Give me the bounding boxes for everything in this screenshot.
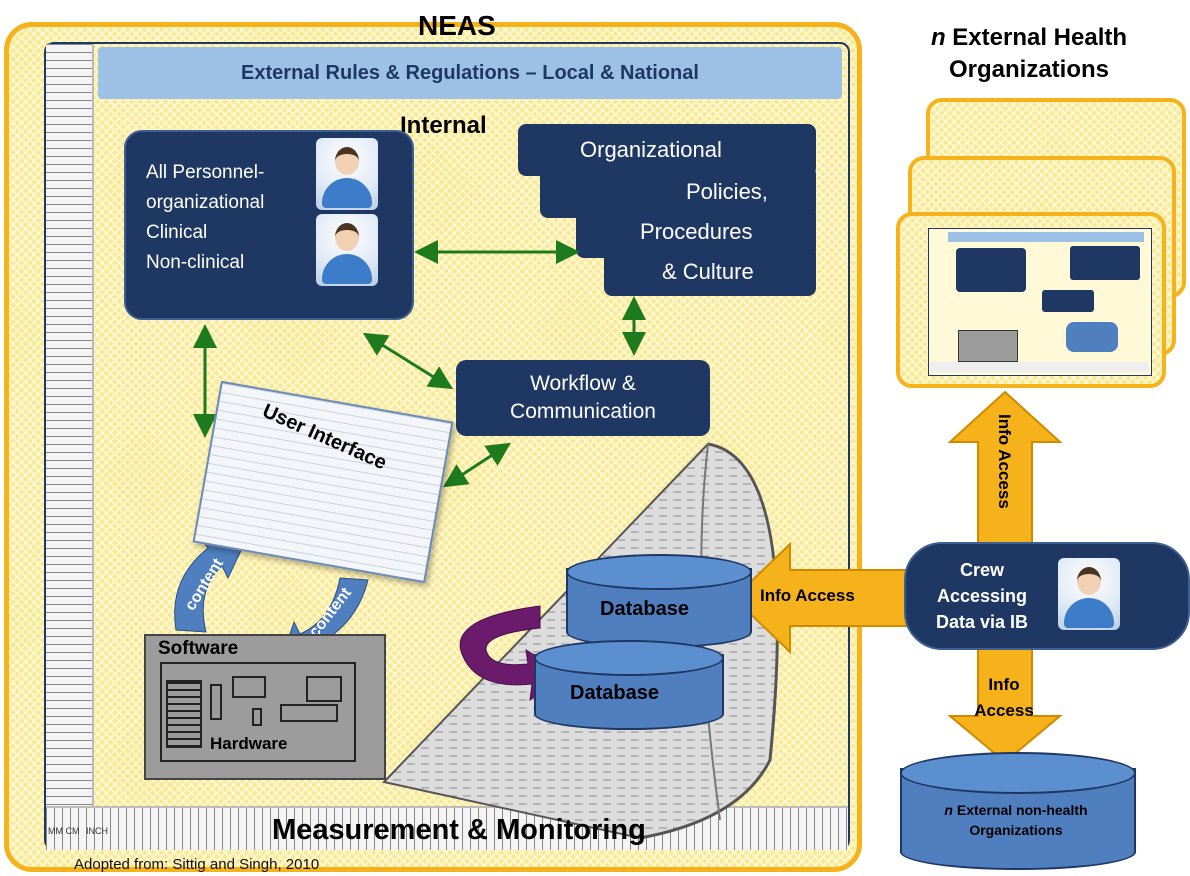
workflow-line-2: Communication [510,400,656,423]
ext-nonhealth-cylinder-top [900,752,1136,794]
thumb-1-db [1066,322,1118,352]
crew-avatar-icon [1058,558,1120,630]
org-box-4 [604,246,816,296]
ext-health-title-line-2: Organizations [948,56,1110,83]
hardware-label: Hardware [210,734,288,753]
board-chip [210,684,222,720]
external-rules-banner: External Rules & Regulations – Local & N… [98,47,842,99]
crew-line-2: Accessing [936,586,1028,606]
thumb-1-board [958,330,1018,362]
org-line-3: Procedures [640,219,753,244]
external-rules-text: External Rules & Regulations – Local & N… [241,61,699,84]
thumb-1-banner [948,232,1144,242]
org-line-1: Organizational [580,137,722,162]
thumb-1-workflow [1042,290,1094,312]
person-avatar-icon [316,214,378,286]
personnel-line-1: All Personnel- [146,162,265,183]
personnel-line-4: Non-clinical [146,252,245,273]
thumb-1-org [1070,246,1140,280]
info-access-arrow-up [947,390,1063,549]
database-cylinder-1-top [566,554,752,590]
ext-nonhealth-text: n External non-health Organizations [904,800,1128,840]
personnel-line-2: organizational [146,192,265,213]
workflow-box: Workflow & Communication [456,360,710,436]
neas-title: NEAS [418,10,496,41]
ext-health-title-text: External Health [945,24,1128,51]
vertical-ruler [46,44,94,820]
crew-line-3: Data via IB [935,612,1029,632]
crew-box [904,542,1190,650]
hardware-board-inner [160,662,356,762]
ext-nonhealth-title: External non-health [952,802,1088,818]
ext-nonhealth-line-1: n External non-health [944,800,1087,820]
crew-text: Crew Accessing Data via IB [916,550,1048,642]
cone-rim [639,442,779,840]
personnel-line-3: Clinical [146,222,208,243]
info-access-arrow-down [947,647,1063,764]
ruler-unit-mm-cm: MM CM [48,826,80,836]
database-cylinder-2-top [534,640,724,676]
board-chip [166,680,202,748]
internal-label: Internal [400,112,487,139]
ext-health-title-line-1: n External Health [931,22,1127,54]
info-access-down-line-2: Access [974,701,1034,720]
ext-health-n: n [930,24,946,51]
org-line-2: Policies, [686,179,768,204]
ext-health-title: n External Health Organizations [894,22,1164,86]
info-access-label-up: Info Access [995,414,1014,509]
info-access-label-left: Info Access [760,586,855,605]
measurement-label: Measurement & Monitoring [272,814,646,846]
info-access-down-line-1: Info [988,675,1020,694]
thumb-1-ruler [930,362,1148,372]
ruler-unit-inch: INCH [86,826,108,836]
database-label-2: Database [570,682,659,704]
credit-text: Adopted from: Sittig and Singh, 2010 [74,856,320,873]
board-chip [280,704,338,722]
crew-line-1: Crew [959,560,1004,580]
personnel-text: All Personnel- organizational Clinical N… [146,158,264,278]
database-label-1: Database [600,598,689,620]
board-chip [306,676,342,702]
person-avatar-icon [316,138,378,210]
ext-nonhealth-n: n [944,802,953,818]
info-access-label-down: Info Access [972,672,1036,724]
software-label: Software [158,638,239,659]
board-chip [232,676,266,698]
thumb-1-personnel [956,248,1026,292]
org-line-4: & Culture [662,259,754,284]
arrow-ui-workflow [442,442,512,488]
board-chip [252,708,262,726]
arrow-personnel-workflow [362,332,454,390]
info-access-arrow-left [732,541,921,655]
workflow-line-1: Workflow & [530,372,636,395]
ext-nonhealth-line-2: Organizations [969,822,1063,838]
